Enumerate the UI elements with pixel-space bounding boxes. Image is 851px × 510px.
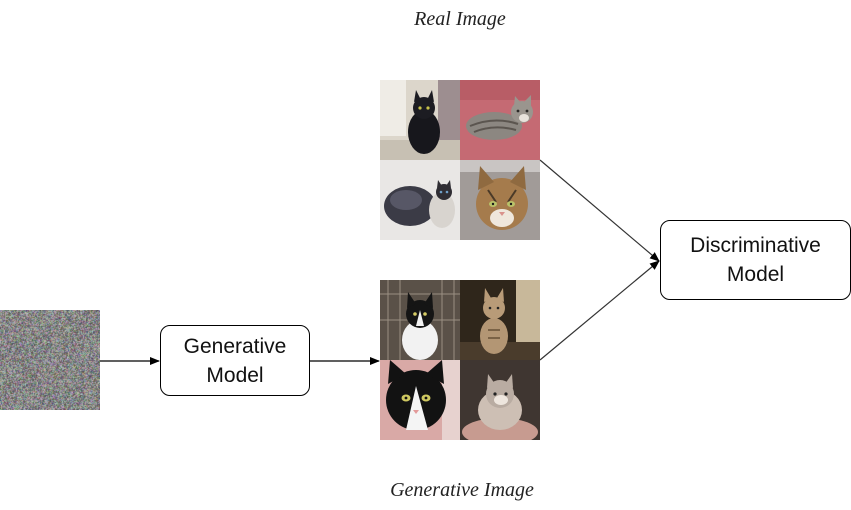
arrow-generated-images-to-discriminator	[539, 260, 660, 361]
generative-model-label-line1: Generative	[183, 334, 287, 358]
noise-input-image	[0, 310, 100, 410]
arrow-real-images-to-discriminator	[539, 159, 660, 262]
generated-image-grid	[380, 280, 540, 440]
generated-image-kitten-in-cage	[380, 280, 460, 360]
real-image-tabby-cat-pink-blanket	[460, 80, 540, 160]
discriminative-model-label-line2: Model	[726, 263, 785, 286]
real-image-caption: Real Image	[414, 8, 506, 30]
generative-model-label-line2: Model	[206, 363, 264, 387]
generative-model-box: Generative Model	[160, 325, 310, 396]
real-image-black-cat	[380, 80, 460, 160]
discriminative-model-label-line1: Discriminative	[690, 234, 821, 257]
real-image-two-cats-curled	[380, 160, 460, 240]
generative-image-caption: Generative Image	[390, 479, 534, 501]
generated-image-black-white-cat-face	[380, 360, 460, 440]
generated-image-tabby-kitten	[460, 280, 540, 360]
generated-image-grey-kitten-in-hand	[460, 360, 540, 440]
discriminative-model-box: Discriminative Model	[660, 220, 851, 300]
real-image-grid	[380, 80, 540, 240]
real-image-tabby-face	[460, 160, 540, 240]
